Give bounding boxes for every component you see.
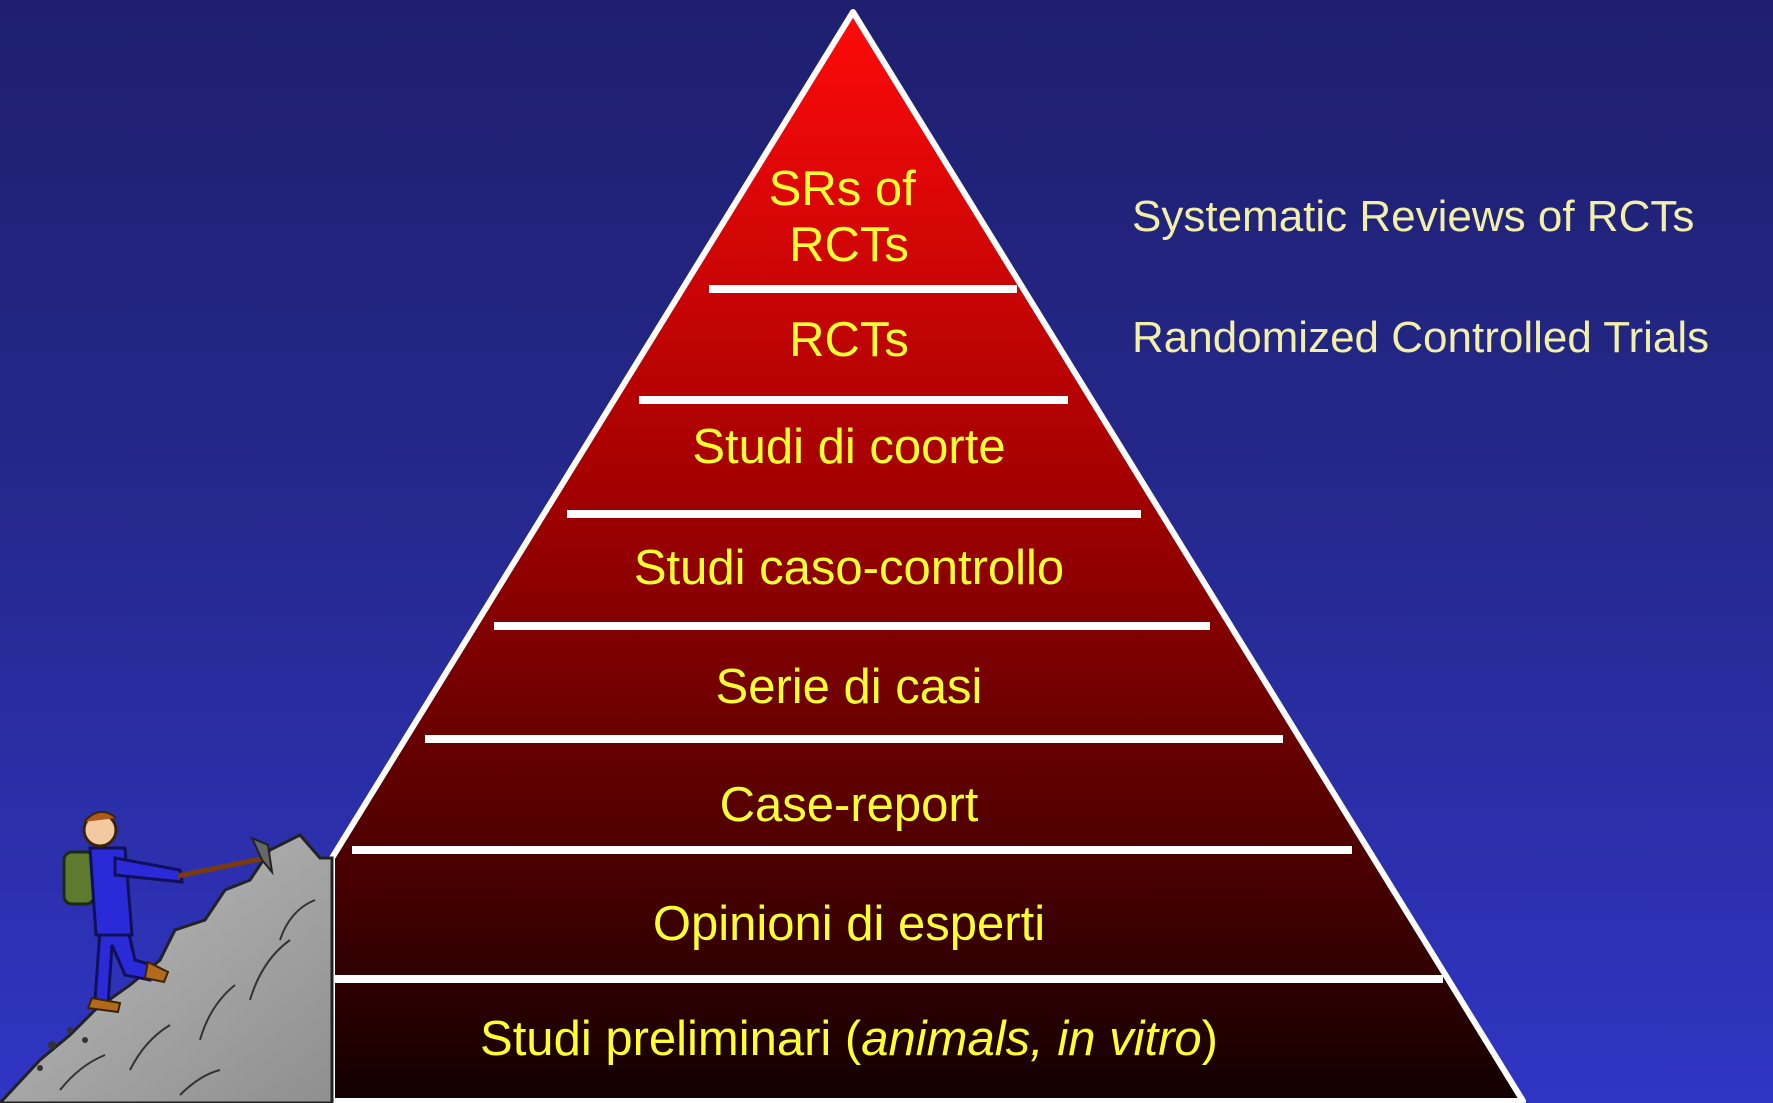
level-5-label: Serie di casi: [716, 660, 983, 714]
rock-icon: [0, 833, 334, 1103]
level-6-label: Case-report: [720, 778, 979, 832]
pyramid-levels: SRs of RCTs RCTs Studi di coorte Studi c…: [480, 162, 1218, 1066]
level-8-label: Studi preliminari (animals, in vitro): [480, 1012, 1218, 1066]
side-label-rcts: Randomized Controlled Trials: [1132, 313, 1709, 362]
level-2-label: RCTs: [789, 313, 909, 367]
level-3-label: Studi di coorte: [692, 420, 1005, 474]
level-1-label: SRs of RCTs: [769, 162, 930, 272]
level-4-label: Studi caso-controllo: [634, 541, 1064, 595]
pyramid-dividers: [332, 285, 1443, 983]
level-7-label: Opinioni di esperti: [653, 897, 1045, 951]
side-label-systematic-reviews: Systematic Reviews of RCTs: [1132, 192, 1694, 241]
mountain-climber-icon: [0, 811, 334, 1103]
